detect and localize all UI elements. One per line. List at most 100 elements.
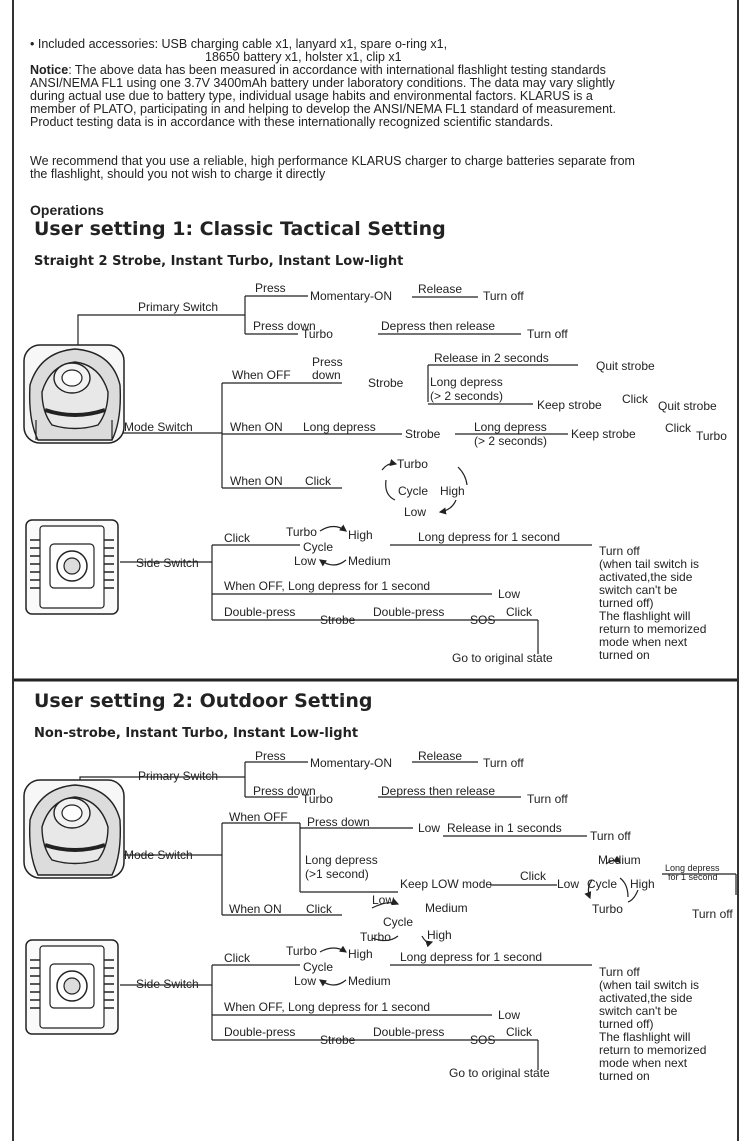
strobe-label: Strobe [320,613,356,627]
turn-off-label: Turn off [527,792,568,806]
go-original-label: Go to original state [452,651,553,665]
release-in-1s-label: Release in 1 seconds [447,821,562,835]
side-switch-label: Side Switch [136,556,199,570]
setting1-subtitle: Straight 2 Strobe, Instant Turbo, Instan… [34,254,404,269]
click-label: Click [506,605,532,619]
click-label: Click [520,869,546,883]
double-press-label: Double-press [373,605,445,619]
release-in-2s-label: Release in 2 seconds [434,351,549,365]
note-line: turned off) [599,596,654,610]
when-off-label: When OFF [229,810,288,824]
when-off-long-1s-label: When OFF, Long depress for 1 second [224,1000,431,1014]
turbo-label: Turbo [360,930,391,944]
turn-off-label: Turn off [590,829,631,843]
note-line: The flashlight will [599,609,691,623]
low-label: Low [557,877,580,891]
note-line: return to memorized [599,622,707,636]
note-line: turned off) [599,1017,654,1031]
click-label: Click [305,474,331,488]
primary-switch-label: Primary Switch [138,769,219,783]
high-label: High [630,877,655,891]
side-switch-illustration-1 [25,519,119,615]
note-line: Turn off [599,544,640,558]
press-label: Press [312,355,343,369]
setting1-title: User setting 1: Classic Tactical Setting [34,218,446,240]
side-switch-illustration-2 [25,939,119,1035]
when-on-label: When ON [230,474,283,488]
turbo-label: Turbo [592,902,623,916]
when-off-label: When OFF [232,368,291,382]
turn-off-label: Turn off [483,756,524,770]
turn-off-note: Turn off (when tail switch is activated,… [599,966,706,1083]
medium-label: Medium [348,554,391,568]
cycle-label: Cycle [303,540,334,554]
release-label: Release [418,282,463,296]
low-label: Low [372,893,395,907]
note-line: Turn off [599,965,640,979]
operations-heading: Operations [30,202,104,218]
notice-line: during actual use due to battery type, i… [30,89,593,103]
setting2-subtitle: Non-strobe, Instant Turbo, Instant Low-l… [34,726,359,741]
notice-paragraph: Notice: The above data has been measured… [30,64,730,129]
keep-low-mode-label: Keep LOW mode [400,877,493,891]
sos-label: SOS [470,613,496,627]
down-label: down [312,368,341,382]
keep-strobe-label: Keep strobe [537,398,602,412]
low-label: Low [294,974,317,988]
page-border-right [737,0,739,1141]
click-label: Click [224,951,250,965]
low-label: Low [418,821,441,835]
medium-label: Medium [598,853,641,867]
click-label: Click [306,902,332,916]
cycle-label: Cycle [587,877,618,891]
recommend-paragraph: We recommend that you use a reliable, hi… [30,155,730,181]
long-depress-label: Long depress [303,420,376,434]
when-on-label: When ON [230,420,283,434]
go-original-label: Go to original state [449,1066,550,1080]
low-label: Low [404,505,427,519]
note-line: switch can't be [599,1004,678,1018]
side-switch-label: Side Switch [136,977,199,991]
medium-label: Medium [425,901,468,915]
note-line: (when tail switch is [599,978,700,992]
notice-line: ANSI/NEMA FL1 using one 3.7V 3400mAh bat… [30,76,615,90]
click-label: Click [506,1025,532,1039]
accessories-line-2: 18650 battery x1, holster x1, clip x1 [205,50,402,64]
press-label: Press [255,749,286,763]
turbo-label: Turbo [696,429,727,443]
high-label: High [440,484,465,498]
note-line: turned on [599,1069,650,1083]
double-press-label: Double-press [224,1025,296,1039]
press-down-label: Press down [253,319,316,333]
notice-line: : The above data has been measured in ac… [68,63,606,77]
strobe-label: Strobe [405,427,441,441]
double-press-label: Double-press [373,1025,445,1039]
low-label: Low [498,1008,521,1022]
mode-switch-label: Mode Switch [124,420,193,434]
note-line: turned on [599,648,650,662]
momentary-on-label: Momentary-ON [310,289,393,303]
for-1-second-small-label: for 1 second [668,872,718,882]
note-line: switch can't be [599,583,678,597]
cycle-label: Cycle [398,484,429,498]
gt-2-seconds-label: (> 2 seconds) [474,434,548,448]
medium-label: Medium [348,974,391,988]
turn-off-label: Turn off [692,907,733,921]
cycle-label: Cycle [303,960,334,974]
long-depress-label: Long depress [305,853,378,867]
long-depress-label: Long depress [474,420,547,434]
low-label: Low [498,587,521,601]
gt-1-second-label: (>1 second) [305,867,369,881]
sos-label: SOS [470,1033,496,1047]
recommend-line: the flashlight, should you not wish to c… [30,167,326,181]
long-depress-1s-label: Long depress for 1 second [400,950,543,964]
release-label: Release [418,749,463,763]
recommend-line: We recommend that you use a reliable, hi… [30,154,635,168]
tail-switch-illustration-1 [23,344,125,444]
depress-then-release-label: Depress then release [381,319,496,333]
long-depress-1s-label: Long depress for 1 second [418,530,561,544]
quit-strobe-label: Quit strobe [596,359,655,373]
note-line: mode when next [599,635,688,649]
momentary-on-label: Momentary-ON [310,756,393,770]
